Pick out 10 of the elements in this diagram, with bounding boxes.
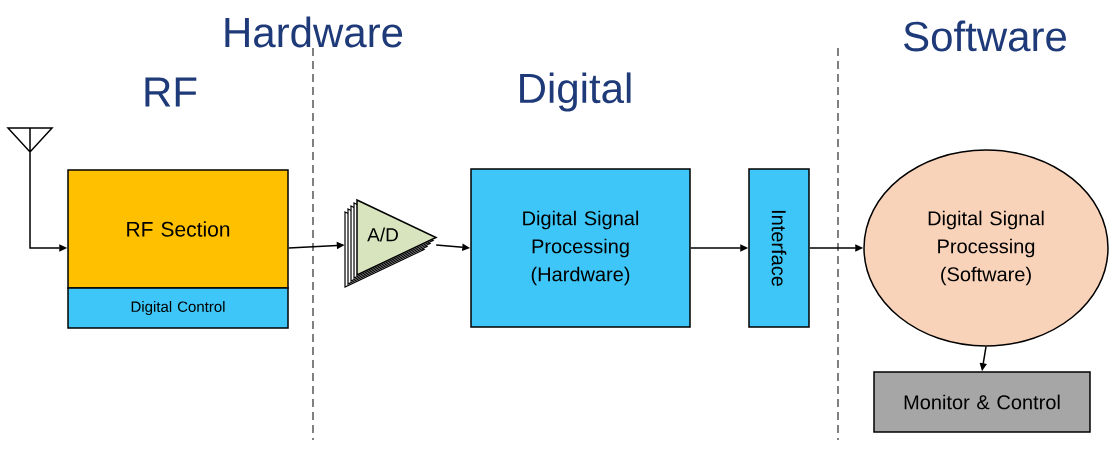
rf-section-box: RF Section	[67, 169, 289, 289]
antenna-drawing	[7, 127, 54, 153]
processing-box: Digital Signal Processing (Hardware)	[470, 168, 691, 328]
interface-box: Interface	[748, 168, 810, 328]
section-heading: Software	[904, 20, 1066, 52]
monitor-box: Monitor & Control	[873, 371, 1091, 433]
section-heading: Hardware	[225, 16, 403, 48]
section-heading: Digital	[520, 72, 631, 112]
digital-control-box: Digital Control	[67, 287, 289, 329]
section-heading: RF	[145, 77, 197, 107]
